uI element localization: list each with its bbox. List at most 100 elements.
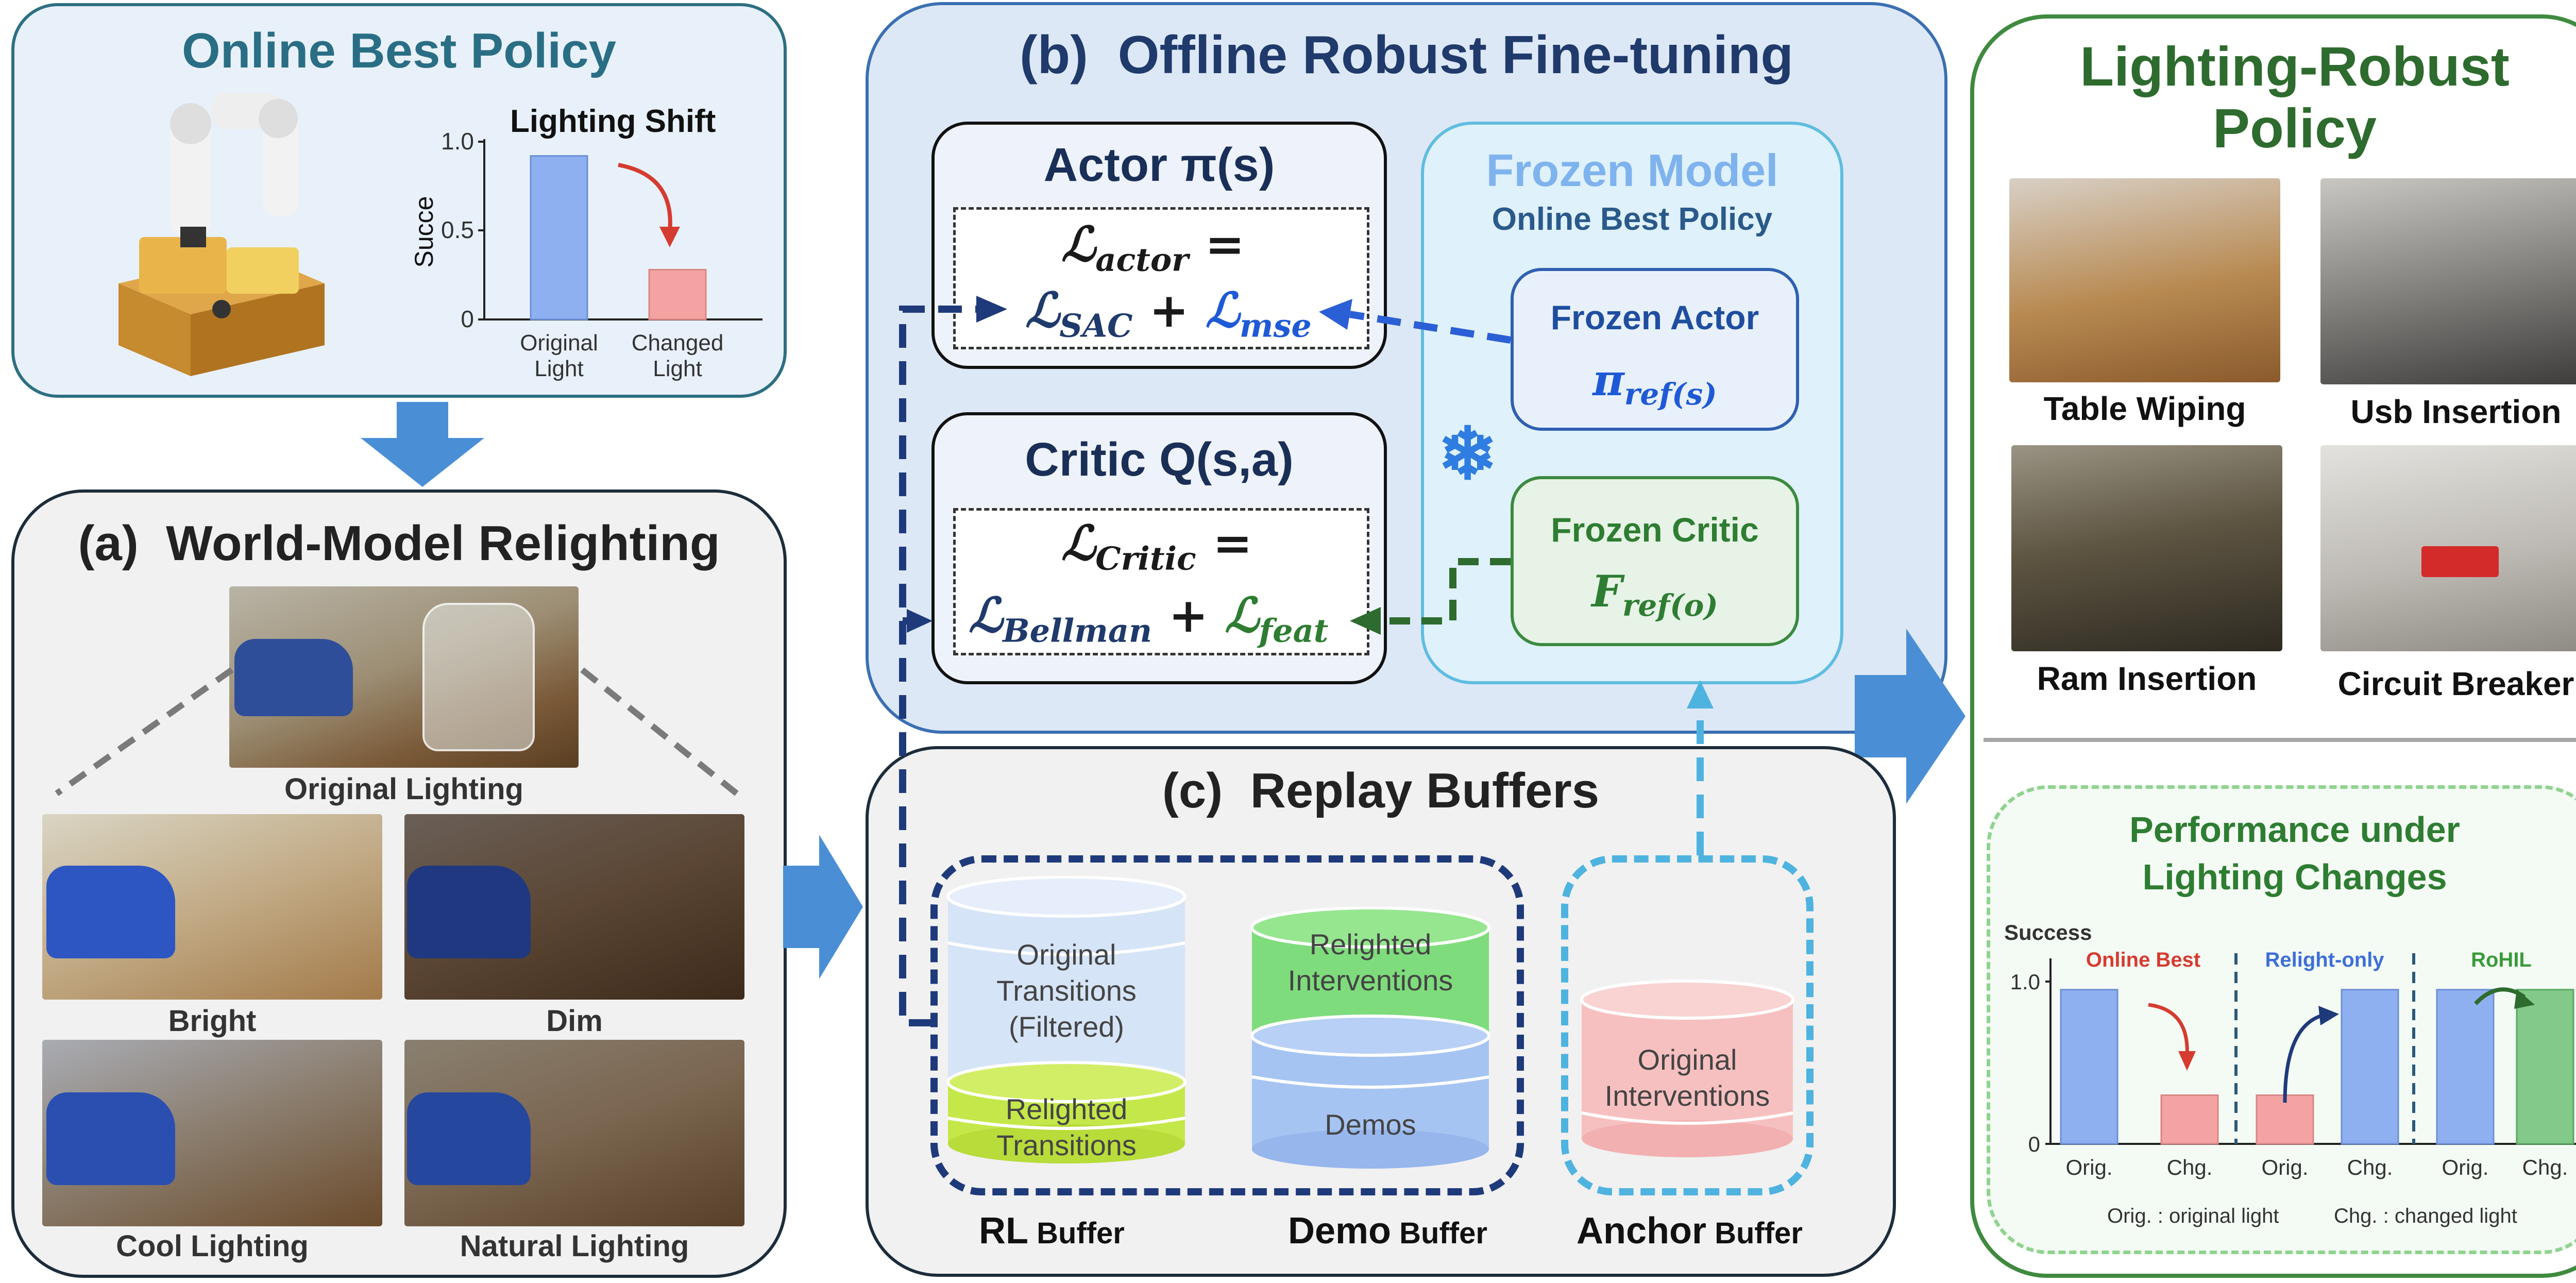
rl-buffer-cylinder [946,876,1187,1163]
x-label-original-2: Light [534,356,583,381]
critic-l-feat: ℒ [1225,587,1259,643]
robot-arm-image [118,93,325,376]
critic-loss-sub: Critic [1095,539,1196,578]
rl-to-actor-critic-arrow [899,306,979,1026]
frozen-critic-symbol: Fref(o) [1511,566,1799,623]
cat-orig-2: Orig. [2261,1155,2308,1179]
cat-chg-3: Chg. [2522,1155,2568,1179]
label-dim: Dim [546,1004,603,1038]
demo-buffer-label: Demo Buffer [1288,1210,1487,1252]
critic-loss-symbol: ℒ [1061,515,1096,571]
actor-title: Actor π(s) [1043,139,1275,191]
actor-loss-line1: ℒactor = [1061,216,1245,278]
cat-chg-2: Chg. [2347,1155,2393,1179]
demo-top-line1: Relighted [1309,928,1432,960]
rl-to-critic-arrowhead [907,609,933,633]
robust-divider [1984,738,2576,742]
rl-demo-group [930,855,1524,1195]
robust-title-line1: Lighting-Robust [2080,35,2510,97]
demo-bottom-line1: Demos [1325,1108,1416,1141]
demo-buffer-name: Demo [1288,1210,1392,1252]
relight-connectors [55,667,739,796]
replay-panel-title: (c) Replay Buffers [1162,763,1600,818]
frozen-actor-to-actor-arrow [1349,311,1512,344]
critic-sub-bellman: Bellman [1003,612,1153,650]
actor-loss-symbol: ℒ [1061,216,1096,272]
rl-buffer-name: RL [979,1210,1028,1252]
cat-chg-1: Chg. [2167,1155,2213,1179]
critic-title: Critic Q(s,a) [1025,433,1294,486]
relight-rise-arrowhead-icon [2318,1006,2339,1025]
anchor-buffer-cylinder [1580,980,1794,1157]
anchor-buffer-suffix: Buffer [1706,1217,1803,1250]
bar-changed-light [648,268,707,320]
actor-l-sac: ℒ [1025,282,1060,338]
original-lighting-jar [422,603,535,751]
frozen-actor-pi: π [1592,354,1624,406]
legend-chg: Chg. : changed light [2334,1205,2517,1227]
label-cool-lighting: Cool Lighting [116,1229,309,1263]
finetune-panel-title: (b) Offline Robust Fine-tuning [1020,25,1793,85]
online-panel-title: Online Best Policy [182,23,616,78]
perf-bar-rohil-chg [2516,989,2574,1145]
x-label-changed-1: Changed [632,330,724,356]
anchor-line1: Original [1637,1043,1737,1076]
perf-ytick-1: 1.0 [2010,970,2040,994]
group-relight-only: Relight-only [2265,949,2384,971]
frozen-critic-to-critic-arrow [1381,558,1511,624]
perf-ytick-0: 0 [2028,1132,2040,1156]
anchor-buffer-name: Anchor [1577,1210,1706,1252]
usb-insertion-image [2320,178,2576,384]
critic-eq: = [1212,515,1252,571]
online-drop-arrowhead-icon [2178,1051,2196,1071]
label-original-lighting: Original Lighting [284,772,523,806]
critic-loss-line2: ℒBellman + ℒfeat [969,587,1328,649]
y-tick-0: 0 [461,306,474,332]
task-usb-insertion: Usb Insertion [2350,393,2562,430]
lighting-shift-chart: 1.0 0.5 0 Succe Original Light Changed L… [410,128,762,381]
relight-rise-arrow-icon [2283,1013,2324,1103]
perf-title-line2: Lighting Changes [2142,857,2447,897]
actor-sub-sac: SAC [1059,307,1133,345]
y-tick-1: 1.0 [441,128,474,155]
perf-bar-online-best-orig [2060,989,2119,1145]
lighting-shift-chart-title: Lighting Shift [510,104,716,139]
circuit-breaker-red-switch [2421,546,2499,577]
performance-chart: 1.0 0 Online Best Relight-only RoHIL Ori… [2010,949,2576,1179]
rl-top-line3: (Filtered) [1008,1010,1125,1043]
frozen-critic-label: Frozen Critic [1551,511,1759,549]
bright-shoe [46,866,175,958]
task-ram-insertion: Ram Insertion [2037,660,2257,697]
anchor-line2: Interventions [1604,1079,1770,1112]
critic-l-bellman: ℒ [969,587,1003,643]
critic-sub-feat: feat [1259,612,1329,650]
dim-shoe [407,866,531,958]
actor-loss-sub: actor [1095,241,1189,279]
actor-l-mse: ℒ [1205,282,1240,338]
x-label-original-1: Original [520,330,598,356]
robust-title-line2: Policy [2212,97,2377,159]
natural-shoe [407,1092,531,1185]
y-tick-05: 0.5 [441,216,474,243]
right-arrow-results-icon [1855,629,1965,804]
perf-bar-online-best-chg [2160,1094,2219,1145]
online-drop-arrow-icon [2148,1003,2189,1057]
task-circuit-breaker: Circuit Breaker [2337,665,2574,702]
actor-eq: = [1205,216,1245,272]
perf-bar-relight-only-chg [2341,989,2399,1145]
frozen-critic-box [1511,476,1799,646]
anchor-buffer-label: Anchor Buffer [1577,1210,1803,1252]
demo-buffer-cylinder [1250,907,1490,1169]
down-arrow-icon [361,402,484,487]
frozen-actor-symbol: πref(s) [1511,354,1799,412]
rl-top-line1: Original [1016,938,1116,971]
demo-top-line2: Interventions [1287,964,1453,997]
rl-to-actor-arrowhead [976,296,1007,323]
frozen-actor-box [1511,268,1799,431]
rohil-hold-arrowhead-icon [2514,989,2535,1009]
critic-plus: + [1168,587,1209,643]
relight-panel-title: (a) World-Model Relighting [78,516,720,571]
frozen-actor-label: Frozen Actor [1550,298,1759,336]
perf-bar-rohil-orig [2436,989,2495,1145]
drop-arrow-icon [618,163,672,232]
